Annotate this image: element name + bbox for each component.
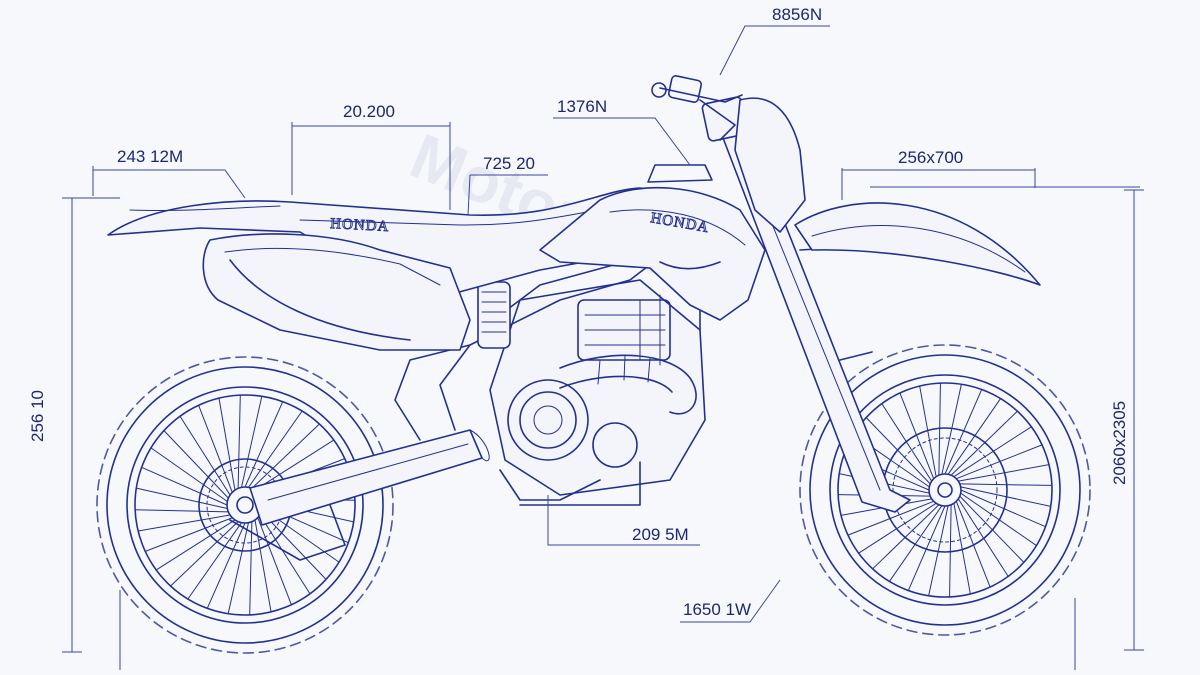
spoke: [960, 486, 1052, 507]
dim-label-tank: 725 20: [483, 154, 535, 173]
front-fender: [794, 202, 1041, 286]
handlebar: [651, 75, 743, 141]
exhaust-pipe: [519, 354, 697, 506]
spoke: [847, 500, 935, 536]
spoke: [259, 514, 311, 595]
spoke: [858, 502, 937, 554]
spoke: [941, 383, 962, 475]
spoke: [953, 426, 1032, 478]
spoke: [865, 417, 931, 485]
spoke: [227, 522, 250, 615]
dim-label-right-height: 2060x2305: [1110, 401, 1129, 485]
spoke: [251, 423, 320, 489]
spoke: [959, 495, 1025, 563]
spoke: [134, 509, 229, 513]
front-wheel: [799, 344, 1091, 636]
spoke: [237, 394, 241, 489]
swingarm: [229, 429, 490, 561]
dimension-lines: [62, 25, 1144, 670]
spoke: [218, 397, 236, 491]
spoke: [254, 519, 272, 613]
spoke: [244, 401, 284, 488]
spoke: [950, 410, 1018, 476]
spoke: [155, 519, 236, 571]
spoke: [944, 388, 983, 475]
spoke: [953, 502, 971, 595]
spoke: [144, 517, 233, 552]
spoke: [179, 415, 231, 496]
spoke: [257, 517, 292, 606]
spoke: [907, 505, 946, 592]
spoke: [187, 522, 242, 600]
spoke: [150, 447, 228, 502]
spoke: [960, 489, 1047, 528]
rear-wheel: [96, 356, 394, 654]
side-panel: [202, 233, 471, 351]
dim-label-seat-length: 20.200: [343, 102, 395, 121]
spoke: [955, 444, 1043, 480]
spoke: [960, 492, 1037, 547]
spoke: [163, 430, 229, 499]
spoke: [949, 504, 952, 598]
spoke: [254, 439, 335, 491]
spoke: [888, 505, 943, 582]
dim-label-top-center: 8856N: [772, 5, 822, 24]
brand-text-side: HONDA: [330, 216, 390, 235]
spoke: [899, 392, 935, 480]
spoke: [240, 395, 263, 488]
spoke: [206, 522, 246, 609]
dim-label-rear-fender: 243 12M: [117, 147, 183, 166]
dim-label-front-wheel: 1650 1W: [683, 600, 751, 619]
spoke: [955, 500, 991, 588]
spoke: [947, 398, 1002, 475]
spoke: [938, 382, 941, 476]
front-number-plate: [734, 97, 806, 233]
spoke: [261, 511, 327, 580]
spoke: [928, 505, 949, 597]
spoke: [248, 410, 303, 488]
spoke: [957, 464, 1050, 482]
spoke: [198, 404, 233, 493]
fuel-tank-shroud: HONDA: [539, 164, 766, 321]
dim-label-swingarm: 209 5M: [632, 525, 689, 544]
spoke: [919, 385, 937, 478]
spoke: [170, 521, 239, 587]
spoke: [959, 483, 1053, 486]
rear-shock: [477, 281, 511, 349]
spoke: [249, 521, 253, 616]
engine: [489, 279, 706, 501]
spoke: [141, 466, 228, 506]
spoke: [135, 487, 228, 510]
dim-label-front-fender: 256x700: [898, 148, 963, 167]
spoke: [881, 403, 933, 482]
spoke: [872, 504, 940, 570]
spoke: [957, 498, 1009, 577]
dim-label-left-height: 256 10: [28, 390, 47, 442]
dim-label-handlebar: 1376N: [557, 97, 607, 116]
spoke: [137, 514, 231, 532]
